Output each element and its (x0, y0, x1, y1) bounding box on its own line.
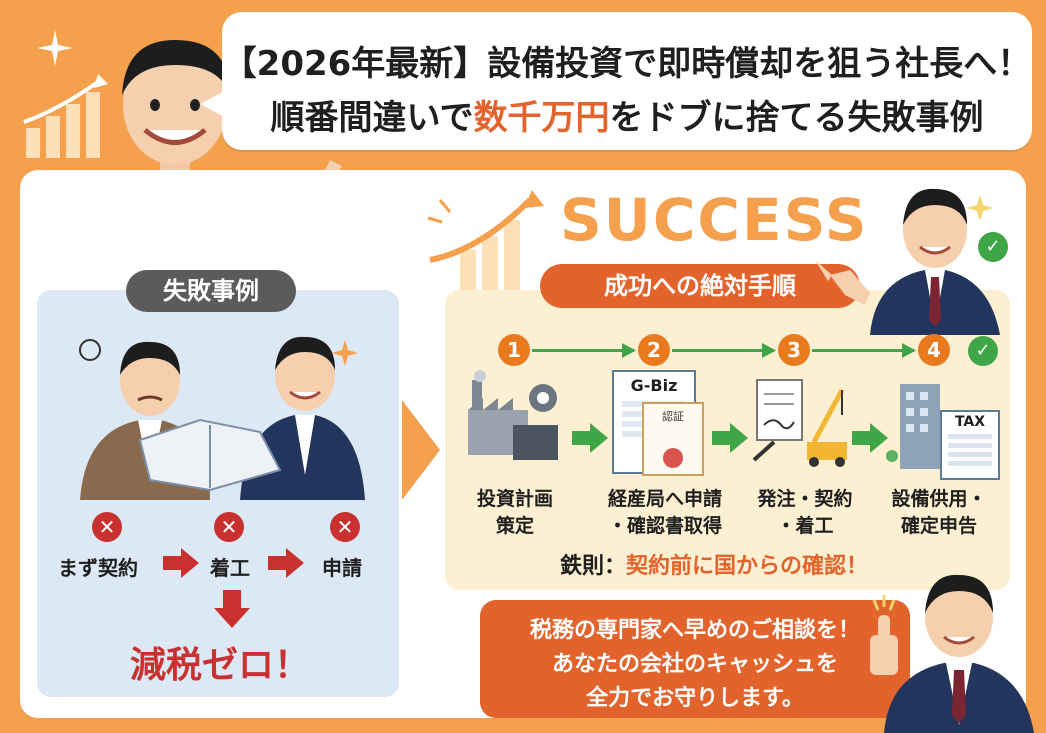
green-arrowhead-icon (902, 343, 916, 358)
x-circle-icon-2: ✕ (214, 512, 244, 542)
title-highlight: 数千万円 (473, 98, 610, 138)
consult-line-3: 全力でお守りします。 (586, 686, 804, 711)
green-arrow-right-icon (852, 423, 888, 453)
tax-label: TAX (954, 414, 986, 430)
red-arrow-right-icon (163, 548, 199, 578)
green-arrow-right-icon (572, 423, 608, 453)
step-1-line-1: 投資計画 (476, 488, 553, 510)
green-arrowhead-icon (622, 343, 636, 358)
failure-step-construction: 着工 (210, 556, 250, 580)
check-circle-icon: ✓ (968, 336, 998, 366)
x-circle-icon-1: ✕ (92, 512, 122, 542)
step-number-3: 3 (778, 334, 810, 366)
green-arrow-right-icon (712, 423, 748, 453)
rule-prefix: 鉄則： (560, 554, 627, 579)
growth-chart-icon (23, 74, 108, 158)
failure-step-contract: まず契約 (58, 556, 138, 580)
step-4-line-1: 設備供用・ (891, 488, 987, 510)
building-icon (886, 384, 940, 469)
certificate-label: 認証 (662, 410, 684, 423)
contract-crane-icon (752, 379, 847, 467)
step-label-4: 設備供用・ 確定申告 (874, 486, 1004, 540)
step-number-2: 2 (638, 334, 670, 366)
step-label-1: 投資計画 策定 (455, 486, 575, 540)
title-line-1: 【2026年最新】設備投資で即時償却を狙う社長へ！ (222, 44, 1032, 84)
rule-highlight: 契約前に国からの確認！ (626, 554, 869, 579)
step-connector (812, 349, 914, 352)
step-connector (532, 349, 634, 352)
step-3-line-2: ・着工 (776, 515, 834, 537)
title-line-2: 順番間違いで数千万円をドブに捨てる失敗事例 (222, 90, 1032, 139)
red-arrow-right-icon (268, 548, 304, 578)
failure-badge: 失敗事例 (126, 270, 296, 312)
factory-gear-icon (468, 370, 558, 460)
speech-bubble-tail (200, 90, 226, 118)
step-number-4: 4 (918, 334, 950, 366)
red-arrow-down-icon (214, 590, 250, 628)
businessman-thumbs-up-illustration (870, 574, 1034, 733)
step-connector (672, 349, 774, 352)
step-4-line-2: 確定申告 (900, 515, 977, 537)
title-banner: 【2026年最新】設備投資で即時償却を狙う社長へ！ 順番間違いで数千万円をドブに… (222, 12, 1032, 150)
consultation-banner: 税務の専門家へ早めのご相談を！ あなたの会社のキャッシュを 全力でお守りします。 (480, 600, 910, 718)
sparkle-icon (37, 30, 73, 66)
step-2-line-1: 経産局へ申請 (607, 488, 722, 510)
failure-result: 減税ゼロ！ (129, 645, 310, 686)
check-circle-icon: ✓ (978, 232, 1008, 262)
green-arrowhead-icon (762, 343, 776, 358)
consult-line-1: 税務の専門家へ早めのご相談を！ (529, 618, 860, 643)
title-line-2-post: をドブに捨てる失敗事例 (609, 98, 984, 138)
certificate-icon: 認証 (642, 402, 704, 476)
step-3-line-1: 発注・契約 (757, 488, 853, 510)
businessman-pointing-illustration-2 (815, 188, 1000, 335)
gbiz-label: G-Biz (630, 376, 678, 395)
success-heading: SUCCESS (560, 186, 869, 254)
transition-arrow (402, 400, 440, 500)
title-line-2-pre: 順番間違いで (270, 98, 474, 138)
failure-step-application: 申請 (322, 556, 362, 580)
step-number-1: 1 (498, 334, 530, 366)
step-2-line-2: ・確認書取得 (607, 515, 722, 537)
success-chart-icon (427, 190, 544, 290)
step-1-line-2: 策定 (495, 515, 534, 537)
two-businessmen-blueprint-illustration (79, 336, 365, 500)
tax-document-icon: TAX (940, 410, 1000, 480)
success-badge: 成功への絶対手順 (540, 264, 860, 308)
consult-line-2: あなたの会社のキャッシュを (551, 652, 838, 677)
x-circle-icon-3: ✕ (330, 512, 360, 542)
step-label-2: 経産局へ申請 ・確認書取得 (590, 486, 740, 540)
golden-rule: 鉄則：契約前に国からの確認！ (560, 548, 868, 580)
step-label-3: 発注・契約 ・着工 (740, 486, 870, 540)
